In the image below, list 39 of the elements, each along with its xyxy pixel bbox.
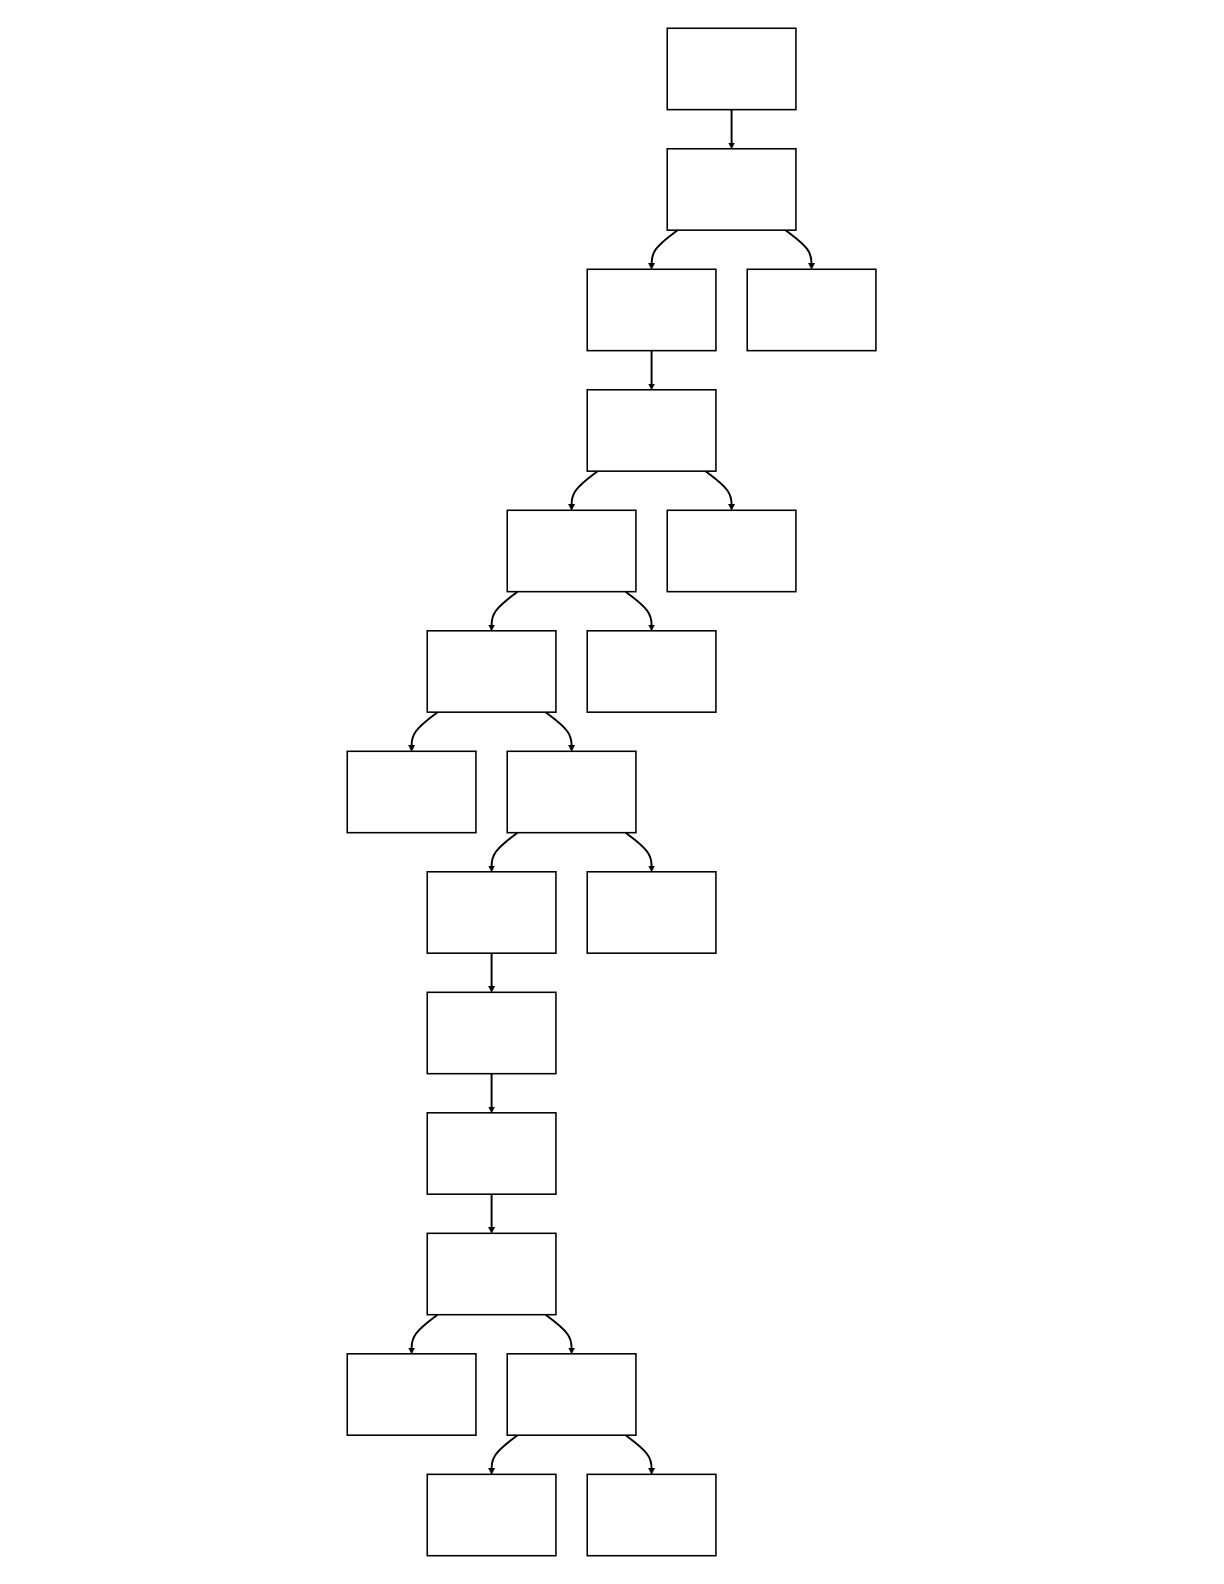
node-box: [346, 1353, 478, 1436]
arrow: [648, 229, 679, 270]
node-box: [426, 991, 558, 1075]
node-box: [426, 1232, 558, 1316]
node-box: [666, 509, 798, 593]
arrow: [488, 831, 519, 873]
arrow: [568, 470, 599, 511]
node-box: [666, 148, 798, 231]
node-box: [506, 509, 638, 593]
arrow: [408, 1313, 439, 1355]
node-box: [746, 268, 878, 352]
arrow: [545, 711, 576, 752]
node-box: [586, 871, 718, 954]
node-box: [426, 630, 558, 713]
arrow: [625, 590, 656, 632]
arrow: [625, 1434, 656, 1475]
arrow: [488, 1434, 519, 1475]
node-box: [666, 27, 798, 111]
arrow: [705, 470, 736, 511]
arrow: [648, 349, 656, 391]
node-box: [586, 1473, 718, 1557]
node-box: [346, 750, 478, 834]
node-box: [426, 1112, 558, 1195]
node-box: [586, 268, 718, 352]
node-box: [426, 1473, 558, 1557]
arrow: [488, 590, 519, 632]
arrow: [545, 1313, 576, 1355]
node-box: [586, 389, 718, 472]
arrow: [488, 1193, 496, 1234]
node-box: [506, 750, 638, 834]
arrow: [488, 952, 496, 993]
node-box: [586, 630, 718, 713]
arrow: [728, 108, 736, 150]
arrow: [785, 229, 816, 270]
arrow: [625, 831, 656, 873]
node-box: [426, 871, 558, 954]
arrow: [488, 1072, 496, 1114]
arrow: [408, 711, 439, 752]
node-box: [506, 1353, 638, 1436]
